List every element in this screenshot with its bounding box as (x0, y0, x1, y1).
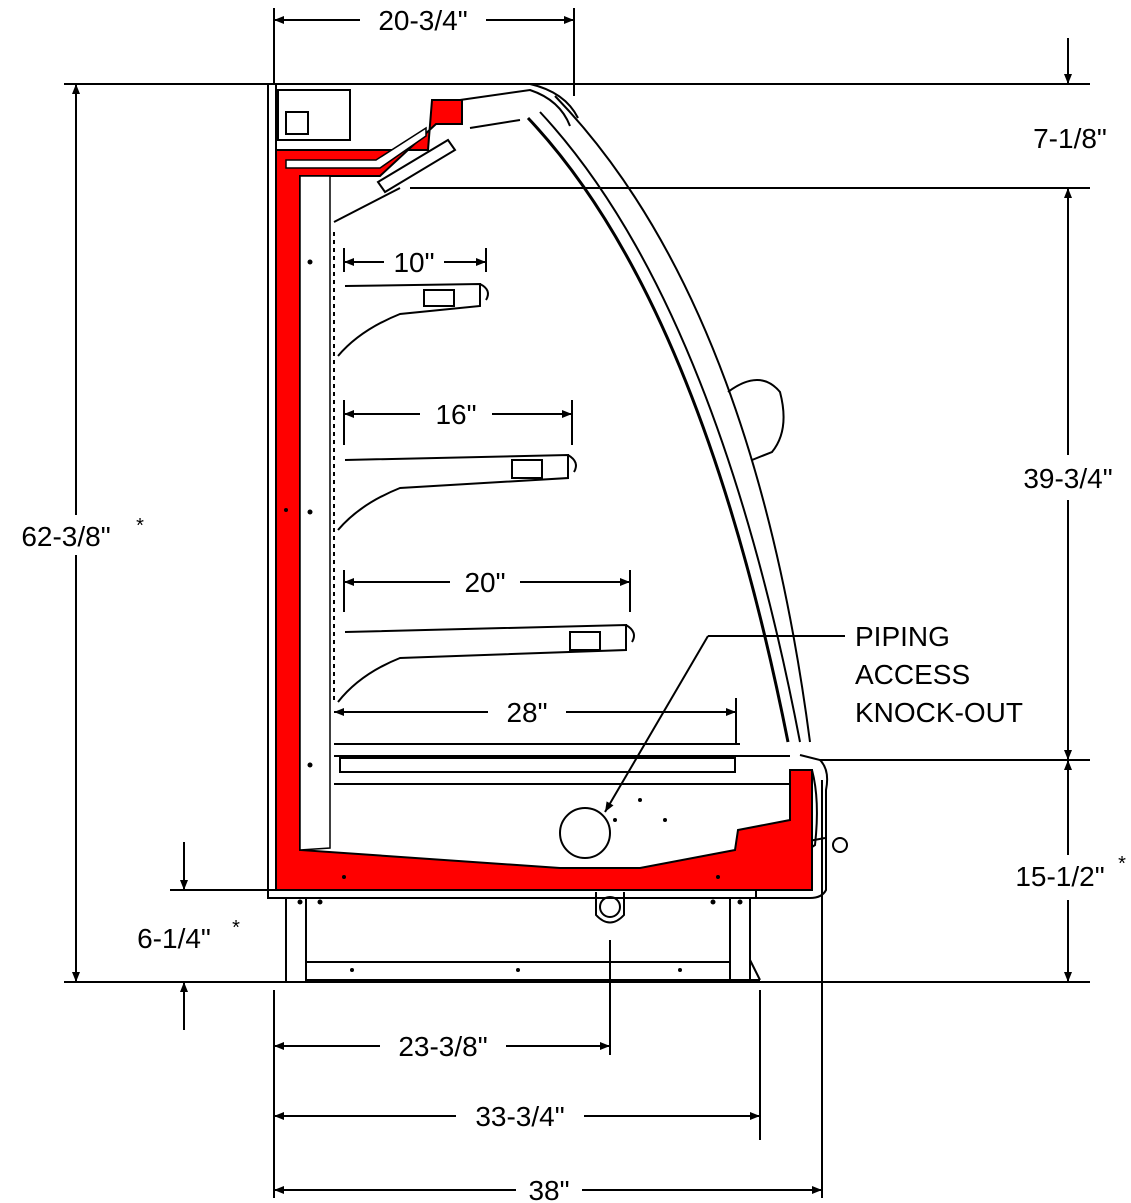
dim-leg-height: 6-1/4" (137, 923, 211, 954)
dim-drain-position: 23-3/8" (398, 1031, 487, 1062)
piping-knockout (559, 807, 611, 859)
deck-pan (339, 757, 736, 773)
dim-base-height: 15-1/2" (1015, 861, 1104, 892)
shelf-middle (337, 453, 577, 531)
bumper-trim (799, 769, 818, 856)
shelf-bottom (337, 623, 635, 703)
dim-overall-depth: 38" (528, 1175, 569, 1203)
canopy-front (459, 88, 571, 127)
glass-front-outer (554, 95, 811, 743)
dim-base-height-star: * (1118, 853, 1126, 875)
canopy-light-lens (376, 138, 457, 194)
shelf-top (337, 282, 489, 357)
dim-deck-depth: 28" (506, 697, 547, 728)
dim-leg-height-star: * (232, 917, 240, 939)
callout-line-3: KNOCK-OUT (855, 697, 1023, 728)
glass-front-middle (539, 111, 801, 743)
dim-shelf-middle: 16" (435, 399, 476, 430)
canopy-bracket (469, 119, 521, 129)
light-fixture (285, 111, 309, 135)
dim-display-height: 39-3/4" (1023, 463, 1112, 494)
glass-front-inner (526, 116, 790, 743)
dim-shelf-top: 10" (393, 247, 434, 278)
callout-line-2: ACCESS (855, 659, 970, 690)
air-duct-line (333, 187, 401, 223)
leg-back (285, 897, 307, 983)
dimension-labels: 20-3/4" 7-1/8" 39-3/4" 15-1/2" * 62-3/8"… (21, 5, 1126, 1203)
leg-foot (749, 959, 761, 981)
dim-overall-height: 62-3/8" (21, 521, 110, 552)
case-outline (267, 83, 848, 983)
drain-fitting (599, 896, 621, 918)
dim-leg-span: 33-3/4" (475, 1101, 564, 1132)
callout-line-1: PIPING (855, 621, 950, 652)
fasteners (284, 259, 743, 972)
drain-trap (595, 892, 625, 924)
glass-handle (727, 379, 785, 461)
dimension-lines (64, 8, 1090, 1198)
bumper-screw (832, 837, 848, 853)
dim-top-width: 20-3/4" (378, 5, 467, 36)
leg-front (729, 897, 751, 983)
dim-canopy-height: 7-1/8" (1033, 123, 1107, 154)
insulation (275, 99, 813, 891)
canopy-housing (277, 89, 351, 141)
front-bumper (755, 754, 829, 899)
dim-overall-height-star: * (136, 515, 144, 537)
dim-shelf-bottom: 20" (464, 567, 505, 598)
base-rail (267, 889, 757, 899)
